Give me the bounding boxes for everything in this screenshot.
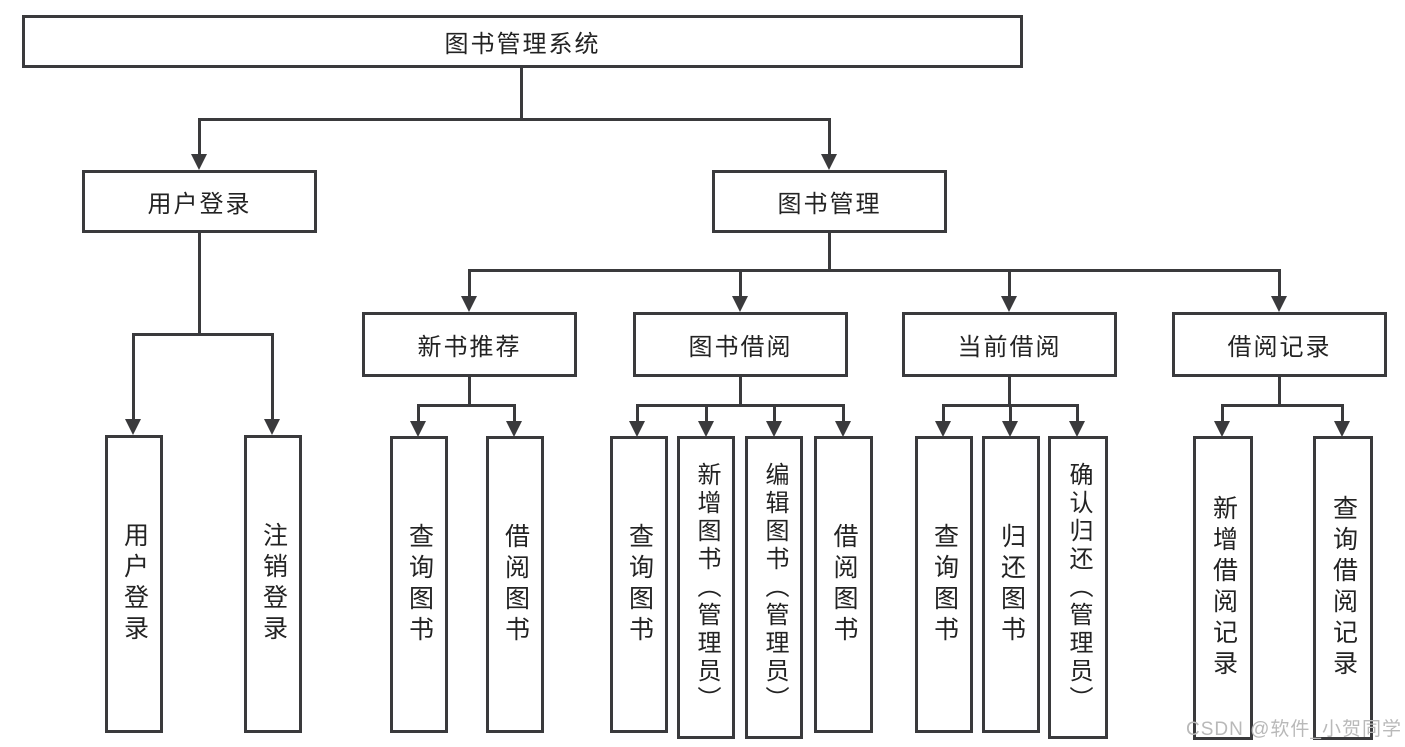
connector	[520, 68, 523, 120]
connector	[1009, 404, 1012, 422]
connector	[132, 333, 135, 419]
leaf-add-borrow-record: 新增借阅记录	[1193, 436, 1253, 740]
arrow-down-icon	[698, 421, 714, 437]
connector	[705, 404, 708, 422]
arrow-down-icon	[935, 421, 951, 437]
connector	[1008, 377, 1011, 406]
arrow-down-icon	[1334, 421, 1350, 437]
connector	[1341, 404, 1344, 422]
leaf-confirm-return-admin: 确认归还（管理员）	[1048, 436, 1108, 739]
connector	[417, 404, 420, 422]
connector	[636, 404, 845, 407]
connector	[1221, 404, 1344, 407]
connector	[636, 404, 639, 422]
watermark: CSDN @软件_小贺同学	[1186, 719, 1402, 740]
node-book-borrowing: 图书借阅	[633, 312, 848, 377]
connector	[1221, 404, 1224, 422]
arrow-down-icon	[461, 296, 477, 312]
leaf-borrow-books-recommend: 借阅图书	[486, 436, 544, 733]
connector	[1278, 377, 1281, 406]
arrow-down-icon	[264, 419, 280, 435]
arrow-down-icon	[1002, 421, 1018, 437]
connector	[468, 269, 471, 298]
connector	[417, 404, 516, 407]
leaf-user-login: 用户登录	[105, 435, 163, 733]
connector	[942, 404, 945, 422]
arrow-down-icon	[629, 421, 645, 437]
node-borrowing-records: 借阅记录	[1172, 312, 1387, 377]
connector	[468, 269, 1281, 272]
arrow-down-icon	[1214, 421, 1230, 437]
arrow-down-icon	[1069, 421, 1085, 437]
arrow-down-icon	[835, 421, 851, 437]
arrow-down-icon	[125, 419, 141, 435]
node-user-login: 用户登录	[82, 170, 317, 233]
connector	[513, 404, 516, 422]
leaf-query-books-current: 查询图书	[915, 436, 973, 733]
connector	[198, 118, 201, 156]
connector	[198, 233, 201, 335]
connector	[842, 404, 845, 422]
connector	[132, 333, 274, 336]
arrow-down-icon	[1271, 296, 1287, 312]
arrow-down-icon	[732, 296, 748, 312]
leaf-edit-book-admin: 编辑图书（管理员）	[745, 436, 803, 739]
connector	[739, 377, 742, 406]
arrow-down-icon	[1001, 296, 1017, 312]
node-new-book-recommend: 新书推荐	[362, 312, 577, 377]
connector	[773, 404, 776, 422]
leaf-logout: 注销登录	[244, 435, 302, 733]
connector	[198, 118, 831, 121]
node-library-management-system: 图书管理系统	[22, 15, 1023, 68]
connector	[1278, 269, 1281, 298]
arrow-down-icon	[821, 154, 837, 170]
leaf-borrow-books: 借阅图书	[814, 436, 873, 733]
connector	[1076, 404, 1079, 422]
leaf-query-books-recommend: 查询图书	[390, 436, 448, 733]
leaf-return-book: 归还图书	[982, 436, 1040, 733]
arrow-down-icon	[191, 154, 207, 170]
arrow-down-icon	[766, 421, 782, 437]
connector	[828, 118, 831, 156]
node-book-management: 图书管理	[712, 170, 947, 233]
arrow-down-icon	[506, 421, 522, 437]
connector	[739, 269, 742, 298]
leaf-query-borrow-record: 查询借阅记录	[1313, 436, 1373, 740]
leaf-query-books-borrowing: 查询图书	[610, 436, 668, 733]
node-current-borrowing: 当前借阅	[902, 312, 1117, 377]
connector	[271, 333, 274, 419]
arrow-down-icon	[410, 421, 426, 437]
connector	[468, 377, 471, 406]
leaf-add-book-admin: 新增图书（管理员）	[677, 436, 735, 739]
connector	[828, 233, 831, 271]
connector	[1008, 269, 1011, 298]
